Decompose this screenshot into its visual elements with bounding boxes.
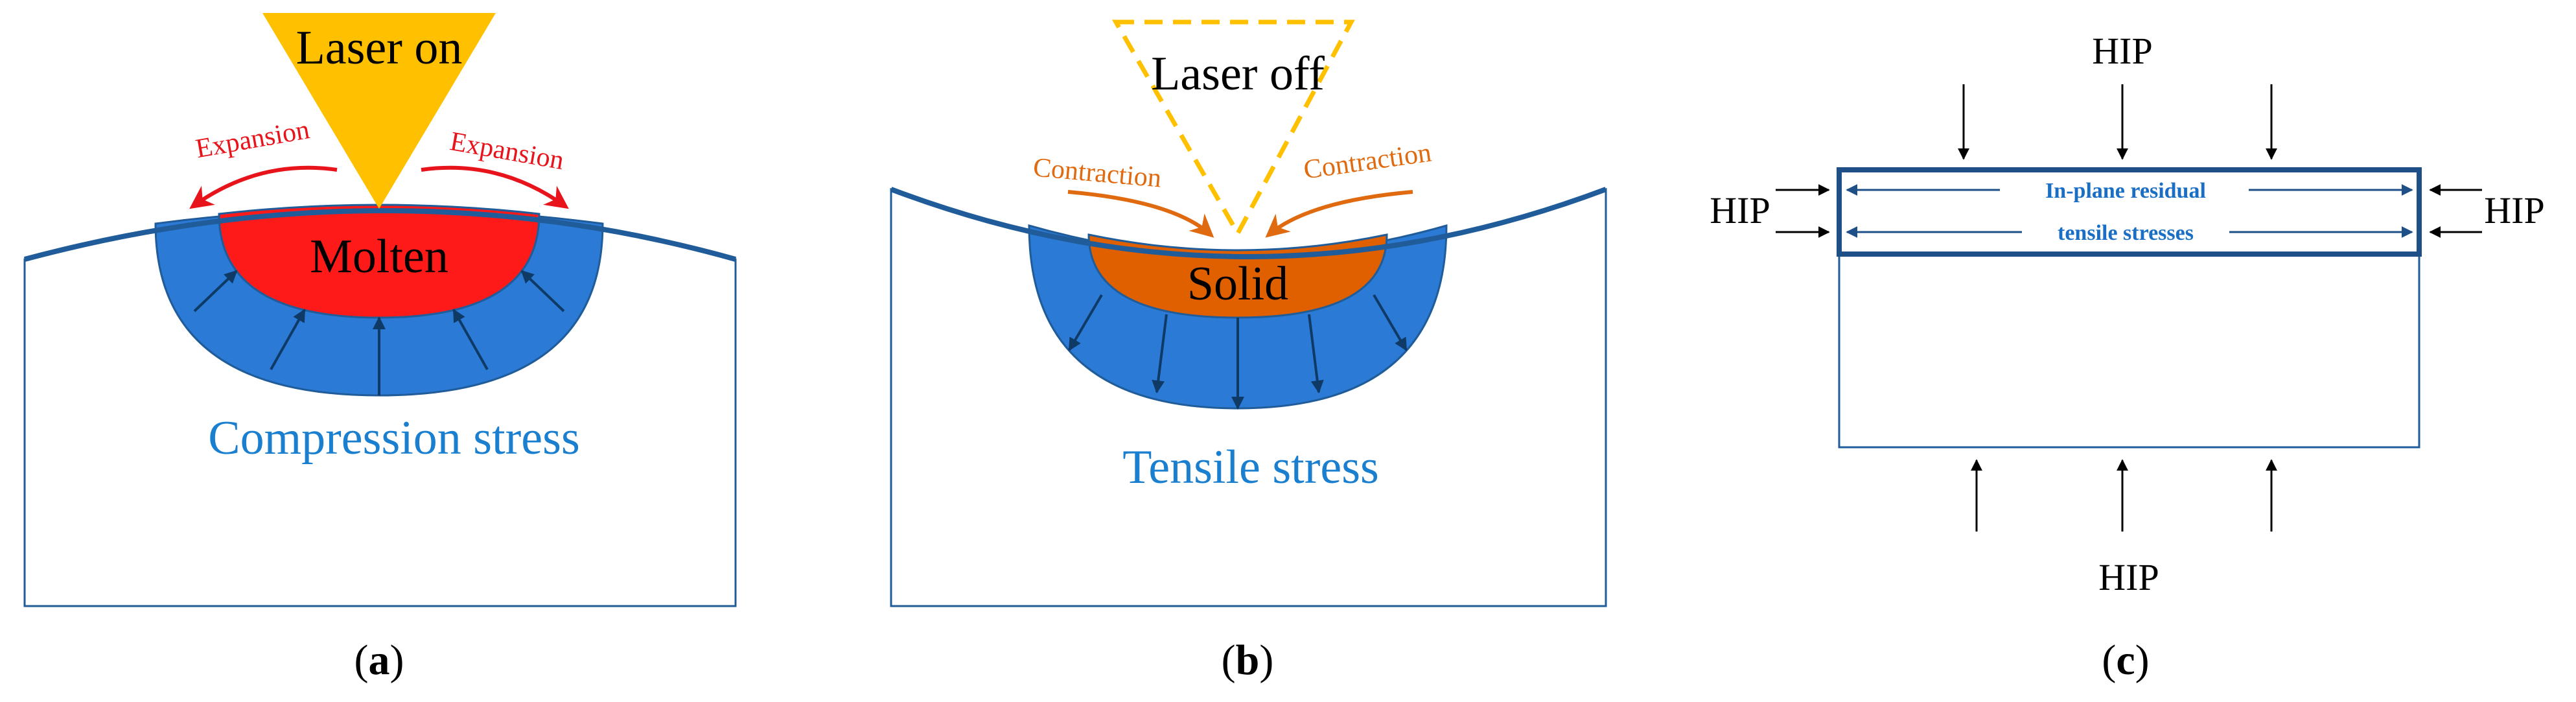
solid-label: Solid <box>1187 257 1288 310</box>
hip-bottom-arrows <box>1971 459 2277 532</box>
laser-off-label: Laser off <box>1151 47 1325 100</box>
hip-bottom-label: HIP <box>2098 556 2159 598</box>
compression-arrows <box>193 270 565 395</box>
panel-b: Laser off Contraction Contraction Solid … <box>890 19 1607 684</box>
contraction-arrow-right <box>1265 190 1413 238</box>
contraction-left-label: Contraction <box>1032 152 1163 193</box>
molten-pool <box>218 204 540 319</box>
panel-b-tag: (b) <box>1222 637 1274 684</box>
laser-on-label: Laser on <box>296 21 463 75</box>
contraction-right-label: Contraction <box>1302 138 1433 185</box>
panel-a-tag: (a) <box>354 637 404 684</box>
panel-c: In-plane residual tensile stresses HIP H… <box>1710 30 2544 684</box>
compression-stress-label: Compression stress <box>208 412 580 465</box>
expansion-arrow-left <box>189 165 338 209</box>
hip-left-arrows <box>1776 184 1830 238</box>
hip-top-label: HIP <box>2092 30 2152 72</box>
tensile-stress-label: Tensile stress <box>1122 441 1379 494</box>
contraction-arrow-left <box>1067 190 1214 238</box>
hip-left-label: HIP <box>1710 189 1770 231</box>
expansion-left-label: Expansion <box>193 115 312 164</box>
laser-beam-off <box>1111 19 1355 239</box>
inplane-arrows <box>1846 184 2413 238</box>
hip-top-arrows <box>1958 84 2277 160</box>
expansion-arrow-right <box>421 165 569 209</box>
residual-label-line2: tensile stresses <box>2058 221 2194 245</box>
panel-c-tag: (c) <box>2102 637 2149 684</box>
hip-right-label: HIP <box>2484 189 2544 231</box>
laser-beam-on <box>262 13 496 209</box>
surface-line-a <box>23 208 737 262</box>
surface-line-b <box>890 187 1607 259</box>
hip-right-arrows <box>2429 184 2482 238</box>
molten-label: Molten <box>310 230 448 283</box>
residual-stress-layer <box>1837 167 2422 257</box>
panel-a: Laser on Expansion Expansion Molten Comp… <box>23 13 737 684</box>
residual-label-line1: In-plane residual <box>2045 179 2206 203</box>
tensile-arrows <box>1068 294 1408 410</box>
